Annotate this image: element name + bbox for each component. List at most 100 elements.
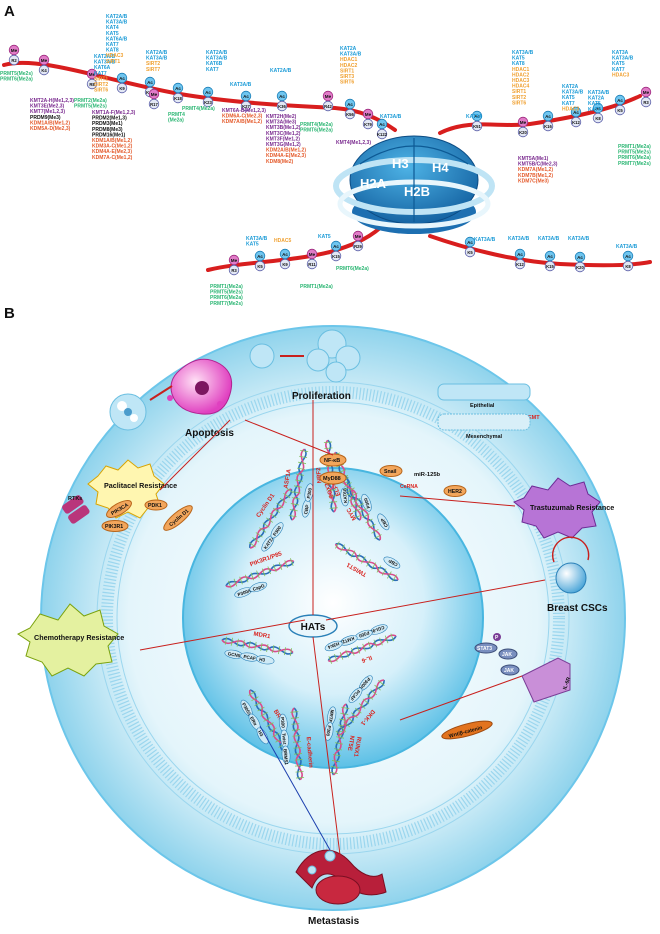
factor-label: ERα — [249, 716, 258, 727]
mod-marker — [279, 248, 291, 260]
il6-receptor — [521, 657, 571, 703]
mod-marker — [306, 248, 318, 260]
wnt-node — [441, 720, 493, 740]
gene-label: RUNX1 — [352, 736, 362, 758]
gene-label: NRF2 — [316, 467, 323, 484]
jak-node-2 — [500, 664, 520, 676]
enzyme-label: PRMT4(Me2a) — [182, 106, 215, 112]
enzyme-label: SIRT2 — [94, 82, 108, 88]
residue-label: K5 — [257, 264, 263, 269]
enzyme-group-g-h2a-k15-up: KAT5 — [318, 234, 331, 240]
jak-label-1: JAK — [502, 652, 512, 658]
enzyme-label: PRMT1(Me2a) — [210, 284, 243, 290]
residue-marker — [330, 250, 342, 262]
enzyme-label: KDM3A-C(Me1,2) — [92, 144, 133, 150]
snail-label: Snail — [384, 469, 397, 475]
enzyme-label: KAT3A/B — [588, 90, 610, 96]
enzyme-label: HDAC3 — [612, 72, 629, 78]
enzyme-label: KAT5 — [512, 56, 525, 62]
enzyme-label: KAT3A/B — [616, 244, 638, 250]
enzyme-label: SIRT6 — [512, 100, 526, 106]
residue-marker — [574, 261, 586, 273]
epithelial-layer-icon — [437, 383, 531, 401]
enzyme-label: HDAC1 — [512, 67, 529, 73]
enzyme-label: PRDM8(Me3) — [92, 127, 123, 133]
enzyme-group-g-h2b-k20-up: KAT3A/B — [568, 236, 590, 242]
enzyme-group-g-k20-dn: KMT5A(Me1)KMT5B/C(Me2,3)KDM7A(Me1,2)KDM7… — [518, 156, 558, 184]
enzyme-label: KMT2H(Me2) — [266, 114, 297, 120]
enzyme-group-g-k36-dn: KMT2H(Me2)KMT3A(Me3)KMT3B(Me1,2)KMT3C(Me… — [266, 114, 306, 165]
enzyme-label: KMT3E(Me2,3) — [30, 104, 65, 110]
epithelial-label: Epithelial — [470, 403, 495, 409]
rtks-receptor — [62, 495, 90, 524]
factor-label: CapG — [252, 583, 266, 592]
mesenchymal-layer-icon — [437, 413, 531, 431]
enzyme-label: PRMT5(Me2s) — [74, 104, 107, 110]
snail-node — [379, 465, 403, 477]
mesenchymal-label: Mesenchymal — [466, 434, 503, 440]
enzyme-group-g-k122-up: KAT3A/B — [380, 114, 402, 120]
residue-marker — [86, 78, 98, 90]
factor-label: P300 — [272, 525, 283, 537]
mod-marker — [622, 250, 634, 262]
histone-h3: H3 — [392, 156, 409, 171]
enzyme-label: KDM1A/B(Me1,2) — [30, 120, 70, 126]
enzyme-label: KAT5 — [562, 95, 575, 101]
enzyme-label: KDM7B(Me1,2) — [518, 173, 553, 179]
apoptosis-arrow — [149, 385, 173, 401]
panel-a-label: A — [4, 3, 15, 20]
enzyme-label: KMT2A-H(Me1,2,3) — [30, 98, 74, 104]
enzyme-group-g-r42-dn: PRMT4(Me2a)PRMT6(Me2a) — [300, 122, 333, 134]
enzyme-label: SIRT1 — [512, 89, 526, 95]
enzyme-group-g-h2a-r29-dn: PRMT6(Me2a) — [336, 266, 369, 272]
enzyme-label: PRMT5(Me2s) — [210, 290, 243, 296]
mod-marker — [240, 90, 252, 102]
h3-tail — [2, 60, 397, 132]
enzyme-label: PRDM16(Me1) — [92, 132, 126, 138]
enzyme-group-g-k23-dn: PRMT4(Me2a) — [182, 106, 215, 112]
mod-marker — [228, 254, 240, 266]
factor-label: GCN5 — [227, 651, 241, 658]
residue-marker — [542, 120, 554, 132]
enzyme-label: KMT1A-F(Me1,2,3) — [92, 110, 136, 116]
residue-marker — [148, 98, 160, 110]
enzyme-label: KDM7A/B(Me1,2) — [222, 119, 262, 125]
enzyme-label: KAT4 — [106, 25, 119, 31]
enzyme-label: KAT3A/B — [340, 52, 362, 58]
mod-label: Me — [365, 112, 372, 117]
enzyme-label: KDM1A/B(Me1,2) — [92, 138, 132, 144]
enzyme-layer: PRMT5(Me2s)PRMT6(Me2a)KMT2A-H(Me1,2,3)KM… — [0, 14, 651, 307]
mod-label: Ac — [205, 90, 211, 95]
enzyme-label: KMT4(Me1,2,3) — [336, 140, 371, 146]
residue-marker — [279, 258, 291, 270]
enzyme-label: PRMT7(Me2s) — [210, 301, 243, 307]
residue-label: K18 — [174, 96, 182, 101]
mod-label: Ac — [625, 254, 631, 259]
enzyme-label: KAT2A/B — [94, 54, 116, 60]
mod-label: Me — [325, 94, 332, 99]
il6r-label: IL-6R — [562, 676, 572, 690]
mod-label: Ac — [595, 106, 601, 111]
enzyme-label: KDM4A-E(Me2,3) — [92, 149, 132, 155]
hats-label: HATs — [301, 622, 326, 633]
mod-label: Ac — [577, 255, 583, 260]
factor-label: P300 — [306, 487, 313, 499]
enzyme-group-g-k27-dn: KMT6A-B(Me1,2,3)KDM6A-C(Me2,3)KDM7A/B(Me… — [222, 108, 266, 125]
enzyme-label: KAT7 — [106, 42, 119, 48]
residue-marker — [306, 258, 318, 270]
nuclear-membrane — [101, 386, 565, 850]
enzyme-label: SIRT1 — [106, 59, 120, 65]
pik3r1-label: PIK3R1 — [105, 524, 123, 530]
factor-node — [324, 640, 343, 652]
